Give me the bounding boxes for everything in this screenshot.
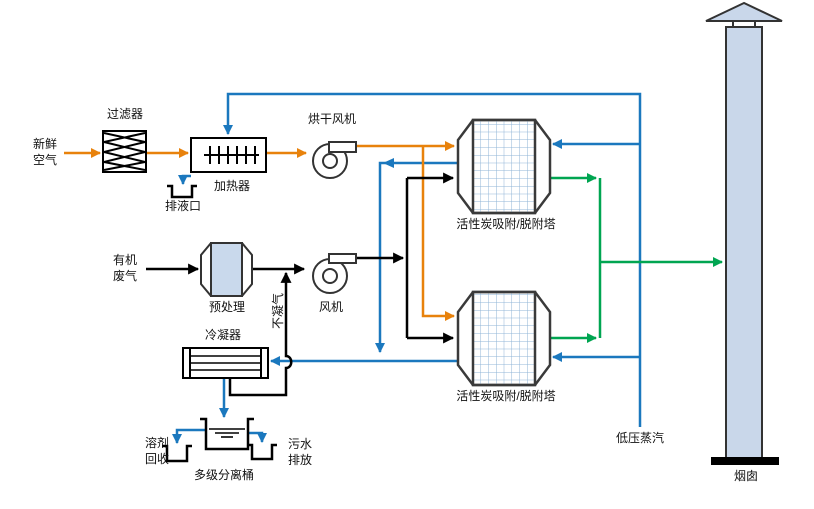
fan-symbol xyxy=(312,253,357,294)
fan-label: 风机 xyxy=(318,300,343,314)
separator-solvent-line xyxy=(172,428,206,444)
sewage-discharge-label: 污水 排放 xyxy=(287,437,312,467)
heater-symbol xyxy=(190,137,267,173)
pretreatment-symbol xyxy=(200,242,253,297)
condenser-symbol xyxy=(182,347,269,379)
pretreatment-label: 预处理 xyxy=(208,300,245,314)
separator-tank-symbol xyxy=(200,417,254,451)
separator-sewage-line xyxy=(248,431,267,443)
adsorption-tower2-label: 活性炭吸附/脱附塔 xyxy=(456,389,556,403)
drying-fan-symbol xyxy=(312,141,357,179)
sewage-container-symbol xyxy=(247,443,277,461)
tower1-vapor-arrow xyxy=(383,158,394,168)
condenser-label: 冷凝器 xyxy=(204,328,241,342)
filter-label: 过滤器 xyxy=(106,107,143,121)
filter-symbol xyxy=(102,130,147,173)
adsorption-tower1-label: 活性炭吸附/脱附塔 xyxy=(456,217,556,231)
steam-main-to-heater-line xyxy=(223,92,642,427)
fresh-air-label: 新鲜 空气 xyxy=(32,137,57,167)
solvent-container-symbol xyxy=(162,444,192,463)
low-pressure-steam-label: 低压蒸汽 xyxy=(615,431,664,445)
multistage-separator-label: 多级分离桶 xyxy=(193,468,254,482)
adsorption-tower1-symbol xyxy=(456,118,552,215)
noncondensable-return-line xyxy=(228,271,293,397)
drain-port-label: 排液口 xyxy=(164,199,201,213)
tower1-vapor-out-line xyxy=(375,161,458,353)
heater-label: 加热器 xyxy=(213,179,250,193)
solvent-recovery-label: 溶剂 回收 xyxy=(144,436,169,466)
chimney-label: 烟囱 xyxy=(733,469,758,483)
adsorption-tower2-symbol xyxy=(456,290,552,387)
drying-fan-label: 烘干风机 xyxy=(307,112,356,126)
non-condensable-gas-label: 不凝气 xyxy=(271,293,285,330)
organic-waste-gas-label: 有机 废气 xyxy=(112,253,137,283)
clean-gas-lines xyxy=(550,173,723,343)
drain-container-symbol xyxy=(167,184,197,199)
dryair-branch-to-tower2-line xyxy=(421,146,455,321)
chimney-symbol xyxy=(705,1,783,465)
heater-drain-line xyxy=(178,174,191,185)
